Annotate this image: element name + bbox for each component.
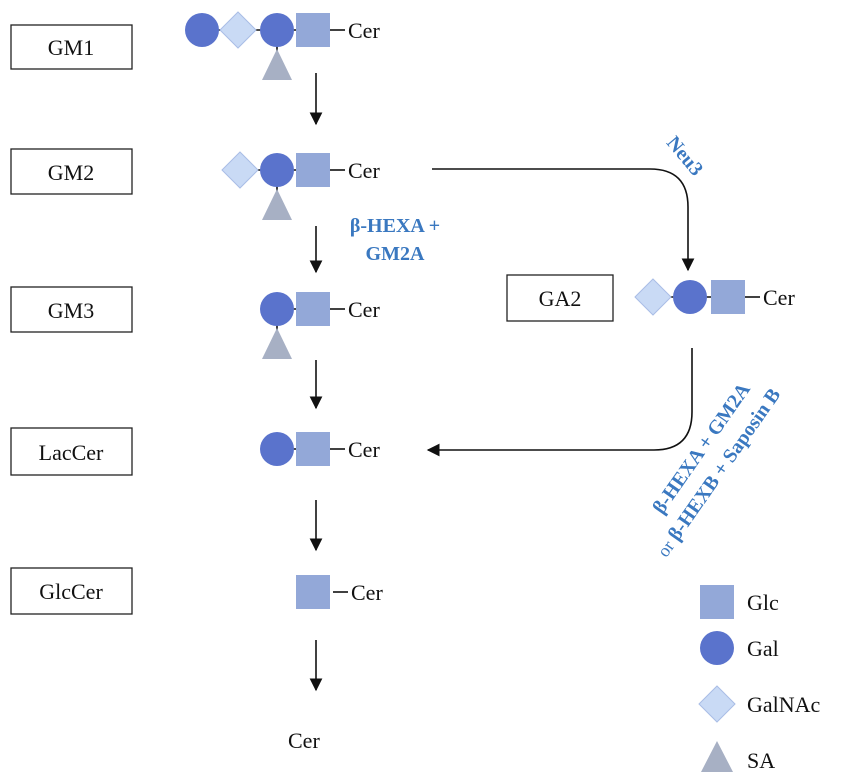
glc-icon [296, 292, 330, 326]
galnac-icon [221, 151, 259, 189]
compound-label-ga2: GA2 [539, 286, 582, 311]
gal-icon [185, 13, 219, 47]
cer-label: Cer [763, 285, 795, 310]
structure-laccer: Cer [260, 432, 380, 466]
sa-icon [262, 49, 292, 80]
gal-icon [260, 292, 294, 326]
compound-box-gm2: GM2 [10, 148, 133, 195]
enzyme-hexa-line1: β-HEXA + [350, 215, 440, 237]
compound-label-gm1: GM1 [48, 35, 94, 60]
gal-icon [260, 153, 294, 187]
compound-label-gm3: GM3 [48, 298, 94, 323]
cer-label: Cer [348, 437, 380, 462]
compound-box-gm3: GM3 [10, 286, 133, 333]
compound-box-laccer: LacCer [10, 427, 133, 476]
circle-icon [700, 631, 734, 665]
glc-icon [711, 280, 745, 314]
legend-label-galnac: GalNAc [747, 692, 821, 717]
glc-icon [296, 432, 330, 466]
cer-label: Cer [351, 580, 383, 605]
legend-label-gal: Gal [747, 636, 779, 661]
compound-box-ga2: GA2 [506, 274, 614, 322]
sa-icon [262, 328, 292, 359]
square-icon [700, 585, 734, 619]
legend-label-sa: SA [747, 748, 775, 773]
arrow-ga2-laccer [426, 348, 693, 457]
gal-icon [673, 280, 707, 314]
glc-icon [296, 575, 330, 609]
compound-box-glccer: GlcCer [10, 567, 133, 615]
triangle-icon [701, 741, 733, 772]
glc-icon [296, 153, 330, 187]
compound-box-gm1: GM1 [10, 24, 133, 70]
structure-glccer: Cer [296, 575, 383, 609]
cer-final-label: Cer [288, 728, 320, 753]
enzyme-ga2-label: β-HEXA + GM2A or β-HEXB + Saposin B [648, 379, 785, 561]
enzyme-hexa-line2: GM2A [366, 243, 425, 265]
gal-icon [260, 13, 294, 47]
legend: Glc Gal GalNAc SA [698, 585, 821, 773]
galnac-icon [634, 278, 672, 316]
cer-label: Cer [348, 18, 380, 43]
structure-ga2: Cer [634, 278, 795, 316]
legend-label-glc: Glc [747, 590, 779, 615]
compound-label-gm2: GM2 [48, 160, 94, 185]
structure-gm1: Cer [185, 11, 380, 80]
arrow-gm2-ga2 [432, 168, 695, 272]
sa-icon [262, 189, 292, 220]
cer-label: Cer [348, 158, 380, 183]
diamond-icon [698, 685, 736, 723]
structure-gm2: Cer [221, 151, 380, 220]
compound-label-glccer: GlcCer [39, 579, 103, 604]
cer-label: Cer [348, 297, 380, 322]
structure-gm3: Cer [260, 292, 380, 359]
compound-label-laccer: LacCer [39, 440, 104, 465]
galnac-icon [219, 11, 257, 49]
glc-icon [296, 13, 330, 47]
gal-icon [260, 432, 294, 466]
